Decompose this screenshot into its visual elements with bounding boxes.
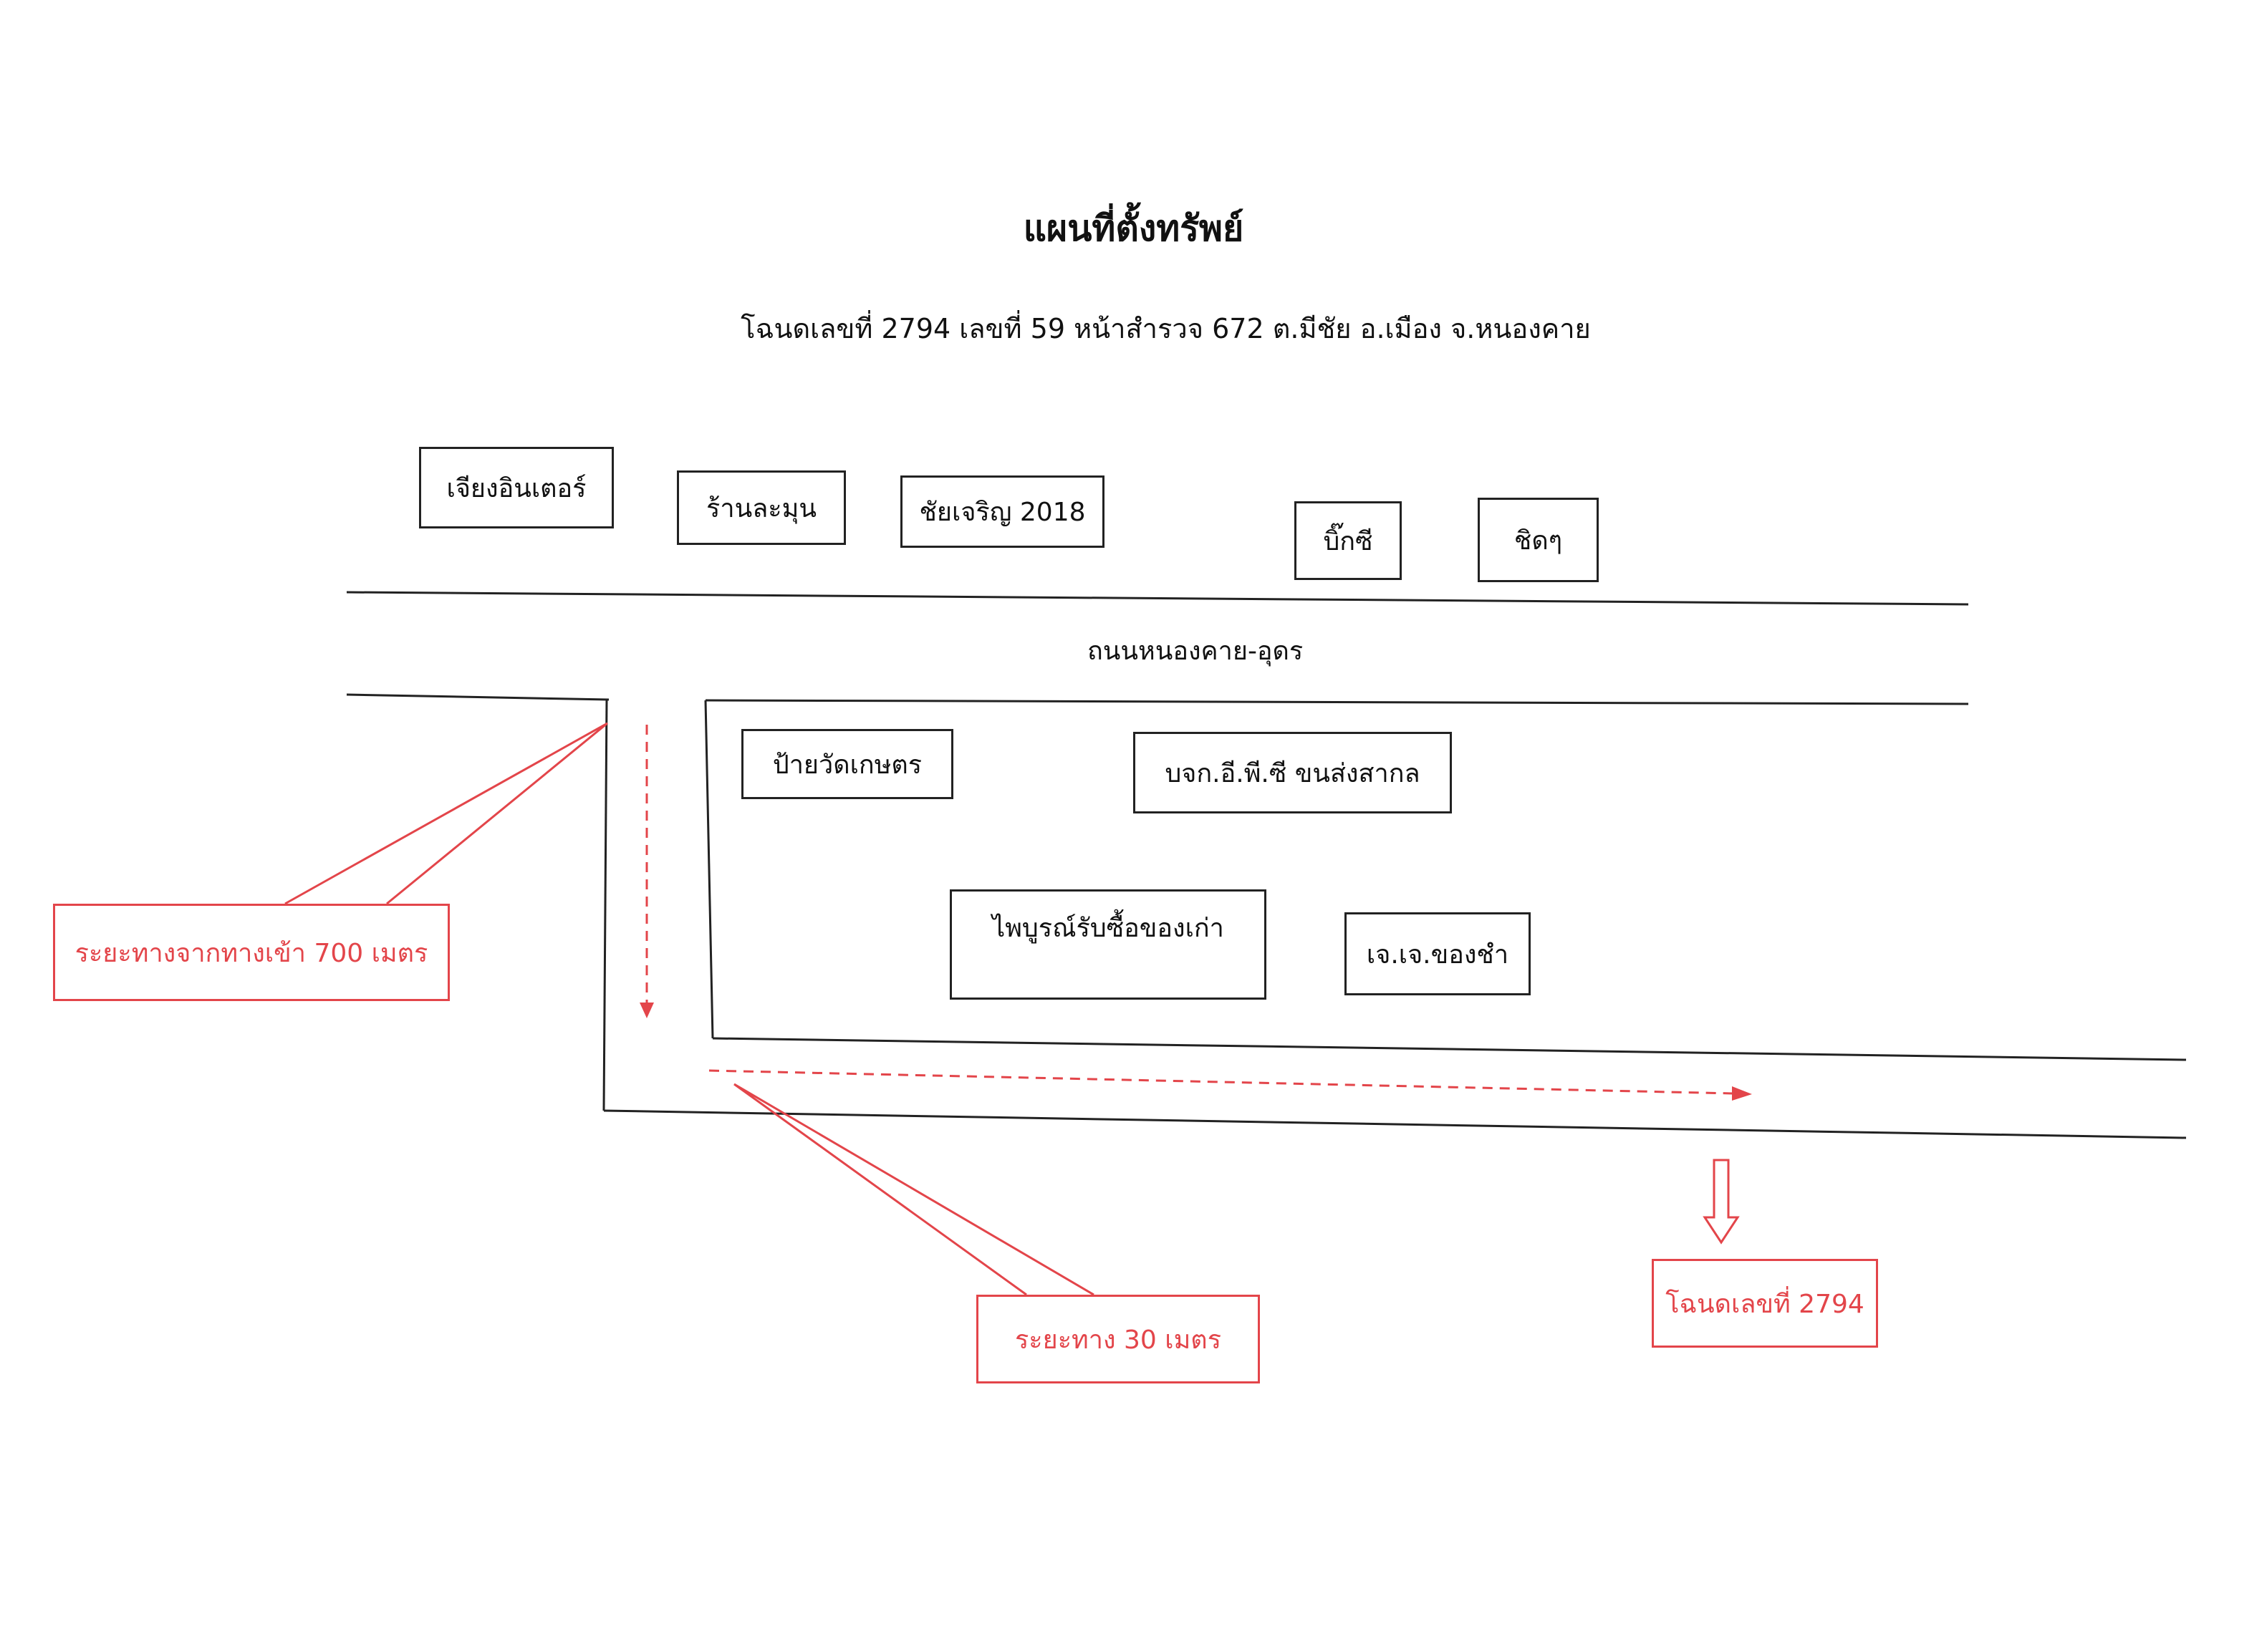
- route-east-arrowhead: [1732, 1086, 1752, 1101]
- landmark-raan-lamun: ร้านละมุน: [677, 470, 846, 545]
- side-distance-callout: ระยะทาง 30 เมตร: [976, 1295, 1260, 1383]
- entrance-callout-pointer: [284, 722, 608, 905]
- deed-down-arrow: [1703, 1159, 1740, 1245]
- main-road-south-edge-west: [346, 693, 610, 701]
- landmark-big-c: บิ๊กซี: [1294, 501, 1402, 580]
- landmark-chaicharoen-2018: ชัยเจริญ 2018: [900, 475, 1104, 548]
- route-down-arrowhead: [640, 1003, 654, 1018]
- landmark-jiang-inter: เจียงอินเตอร์: [419, 447, 614, 528]
- map-title: แผนที่ตั้งทรัพย์: [1023, 208, 1244, 249]
- block-south-edge: [712, 1037, 2187, 1061]
- landmark-epc-transport: บจก.อี.พี.ซี ขนส่งสากล: [1133, 732, 1452, 813]
- road-name-label: ถนนหนองคาย-อุดร: [1087, 637, 1304, 666]
- landmark-wat-kaset-sign: ป้ายวัดเกษตร: [741, 729, 953, 799]
- landmark-paiboon-recycling: ไพบูรณ์รับซื้อของเก่า: [950, 889, 1266, 1000]
- side-distance-callout-pointer: [733, 1083, 1094, 1296]
- main-road-north-edge: [346, 591, 1969, 606]
- deed-subtitle: โฉนดเลขที่ 2794 เลขที่ 59 หน้าสำรวจ 672 …: [741, 313, 1591, 344]
- route-east-dashed: [708, 1069, 1734, 1095]
- landmark-jj-grocery: เจ.เจ.ของชำ: [1344, 912, 1531, 995]
- landmark-chit-chit: ชิดๆ: [1478, 498, 1599, 582]
- side-road-south-edge: [603, 1109, 2187, 1139]
- side-road-west-edge: [602, 699, 608, 1111]
- block-west-edge: [704, 700, 714, 1039]
- entrance-distance-callout: ระยะทางจากทางเข้า 700 เมตร: [53, 904, 450, 1001]
- main-road-south-edge-east: [705, 699, 1969, 705]
- deed-marker-callout: โฉนดเลขที่ 2794: [1652, 1259, 1878, 1348]
